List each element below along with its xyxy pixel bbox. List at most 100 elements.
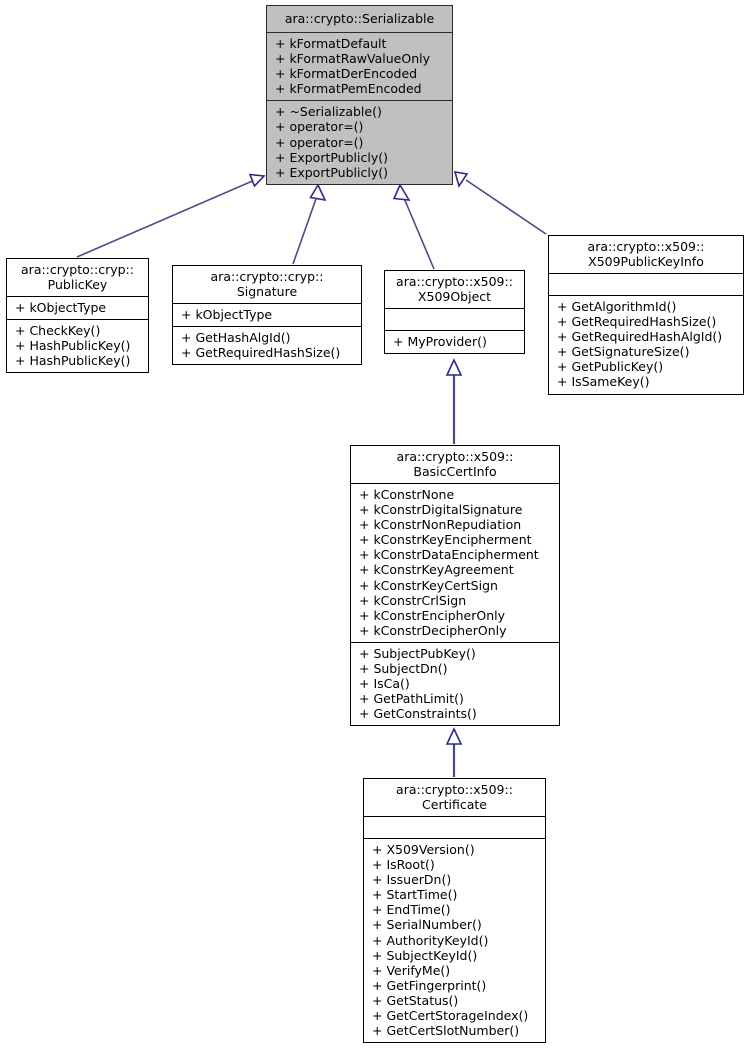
operation-item: + GetRequiredHashSize()	[181, 345, 341, 361]
class-title-publickey: ara::crypto::cryp:: PublicKey	[7, 259, 148, 296]
attribute-item: + kFormatDerEncoded	[275, 66, 418, 82]
compartment-divider	[267, 32, 452, 33]
operations-compartment-x509object: + MyProvider()	[385, 331, 524, 353]
attributes-compartment-x509object	[385, 309, 524, 330]
attribute-item: + kConstrNone	[359, 487, 455, 502]
attribute-item: + kConstrEncipherOnly	[359, 607, 506, 623]
compartment-divider	[7, 296, 148, 297]
compartment-divider	[351, 483, 559, 484]
class-namespace-certificate: ara::crypto::x509::	[396, 782, 513, 797]
operation-item: + StartTime()	[372, 887, 458, 903]
operation-item: + GetSignatureSize()	[557, 344, 690, 360]
operations-compartment-basiccertinfo: + SubjectPubKey() + SubjectDn() + IsCa()…	[351, 643, 559, 725]
operation-item: + GetCertStorageIndex()	[372, 1008, 529, 1024]
compartment-divider	[173, 326, 361, 328]
class-box-x509publickeyinfo[interactable]: ara::crypto::x509:: X509PublicKeyInfo + …	[548, 235, 744, 395]
class-namespace-signature: ara::crypto::cryp::	[210, 269, 324, 284]
attribute-item: + kFormatRawValueOnly	[275, 51, 430, 67]
compartment-divider	[267, 100, 452, 102]
class-title-certificate: ara::crypto::x509:: Certificate	[364, 779, 545, 816]
attribute-item: + kConstrKeyEncipherment	[359, 532, 532, 548]
class-name-publickey: PublicKey	[47, 277, 108, 292]
operation-item: + GetPathLimit()	[359, 691, 464, 707]
attributes-compartment-signature: + kObjectType	[173, 304, 361, 326]
operation-item: + SubjectKeyId()	[372, 947, 478, 963]
operations-compartment-certificate: + X509Version() + IsRoot() + IssuerDn() …	[364, 839, 545, 1042]
operation-item: + GetRequiredHashAlgId()	[557, 329, 723, 345]
class-namespace-x509publickeyinfo: ara::crypto::x509::	[587, 239, 705, 254]
compartment-divider	[351, 641, 559, 643]
class-box-certificate[interactable]: ara::crypto::x509:: Certificate + X509Ve…	[363, 778, 546, 1044]
attributes-compartment-x509publickeyinfo	[549, 274, 743, 295]
class-name-basiccertinfo: BasicCertInfo	[413, 464, 497, 479]
operation-item: + operator=()	[275, 134, 364, 150]
operation-item: + SubjectPubKey()	[359, 645, 476, 661]
attribute-item: + kFormatPemEncoded	[275, 81, 422, 97]
class-box-publickey[interactable]: ara::crypto::cryp:: PublicKey + kObjectT…	[6, 258, 149, 374]
compartment-divider	[385, 308, 524, 309]
class-title-x509publickeyinfo: ara::crypto::x509:: X509PublicKeyInfo	[549, 236, 743, 273]
operation-item: + GetConstraints()	[359, 706, 477, 722]
compartment-divider	[364, 838, 545, 839]
attribute-item: + kConstrCrlSign	[359, 592, 467, 608]
class-title-basiccertinfo: ara::crypto::x509:: BasicCertInfo	[351, 446, 559, 483]
operation-item: + X509Version()	[372, 842, 475, 857]
operation-item: + GetCertSlotNumber()	[372, 1023, 520, 1039]
class-namespace-x509object: ara::crypto::x509::	[396, 274, 513, 289]
operations-compartment-signature: + GetHashAlgId() + GetRequiredHashSize()	[173, 327, 361, 364]
operation-item: + ExportPublicly()	[275, 149, 388, 165]
operations-compartment-serializable: + ~Serializable() + operator=() + operat…	[267, 101, 452, 183]
class-box-x509object[interactable]: ara::crypto::x509:: X509Object + MyProvi…	[384, 270, 525, 355]
edge-signature-to-serializable	[292, 183, 327, 265]
compartment-divider	[549, 295, 743, 296]
attribute-item: + kFormatDefault	[275, 36, 387, 51]
operation-item: + IsCa()	[359, 676, 410, 692]
class-box-signature[interactable]: ara::crypto::cryp:: Signature + kObjectT…	[172, 265, 362, 366]
class-box-serializable[interactable]: ara::crypto::Serializable + kFormatDefau…	[266, 5, 453, 185]
operation-item: + GetFingerprint()	[372, 977, 487, 993]
attribute-item: + kConstrKeyAgreement	[359, 562, 514, 578]
edge-x509object-to-serializable	[392, 183, 435, 270]
attribute-item: + kObjectType	[15, 300, 107, 315]
operation-item: + AuthorityKeyId()	[372, 932, 489, 948]
operation-item: + IsRoot()	[372, 857, 435, 873]
operation-item: + IssuerDn()	[372, 872, 452, 888]
operation-item: + GetPublicKey()	[557, 359, 664, 375]
edge-x509publickeyinfo-to-serializable	[453, 171, 547, 235]
attribute-item: + kConstrNonRepudiation	[359, 517, 522, 533]
class-title-x509object: ara::crypto::x509:: X509Object	[385, 271, 524, 308]
attribute-item: + kConstrDigitalSignature	[359, 502, 523, 518]
operation-item: + CheckKey()	[15, 323, 101, 339]
edge-basiccertinfo-to-x509object	[445, 358, 463, 444]
operation-item: + GetHashAlgId()	[181, 330, 291, 346]
compartment-divider	[364, 816, 545, 817]
attributes-compartment-certificate	[364, 817, 545, 838]
operation-item: + IsSameKey()	[557, 374, 650, 390]
operation-item: + ~Serializable()	[275, 104, 382, 120]
operation-item: + EndTime()	[372, 902, 451, 918]
compartment-divider	[173, 303, 361, 304]
attributes-compartment-publickey: + kObjectType	[7, 297, 148, 319]
operation-item: + VerifyMe()	[372, 962, 451, 978]
operation-item: + SubjectDn()	[359, 661, 448, 677]
operation-item: + GetStatus()	[372, 992, 459, 1008]
operation-item: + ExportPublicly()	[275, 164, 388, 180]
attribute-item: + kConstrDataEncipherment	[359, 547, 539, 563]
class-box-basiccertinfo[interactable]: ara::crypto::x509:: BasicCertInfo + kCon…	[350, 445, 560, 727]
compartment-divider	[549, 273, 743, 274]
class-name-x509object: X509Object	[417, 289, 492, 304]
operations-compartment-x509publickeyinfo: + GetAlgorithmId() + GetRequiredHashSize…	[549, 296, 743, 394]
compartment-divider	[7, 319, 148, 321]
class-namespace-serializable: ara::crypto::Serializable	[284, 11, 435, 26]
operation-item: + GetAlgorithmId()	[557, 299, 677, 314]
operation-item: + SerialNumber()	[372, 917, 482, 933]
class-name-certificate: Certificate	[422, 797, 487, 812]
operations-compartment-publickey: + CheckKey() + HashPublicKey() + HashPub…	[7, 320, 148, 372]
attributes-compartment-basiccertinfo: + kConstrNone + kConstrDigitalSignature …	[351, 484, 559, 642]
class-title-serializable: ara::crypto::Serializable	[267, 6, 452, 32]
class-name-signature: Signature	[236, 284, 298, 299]
class-namespace-publickey: ara::crypto::cryp::	[21, 262, 134, 277]
operation-item: + MyProvider()	[393, 334, 487, 349]
operation-item: + HashPublicKey()	[15, 338, 131, 354]
